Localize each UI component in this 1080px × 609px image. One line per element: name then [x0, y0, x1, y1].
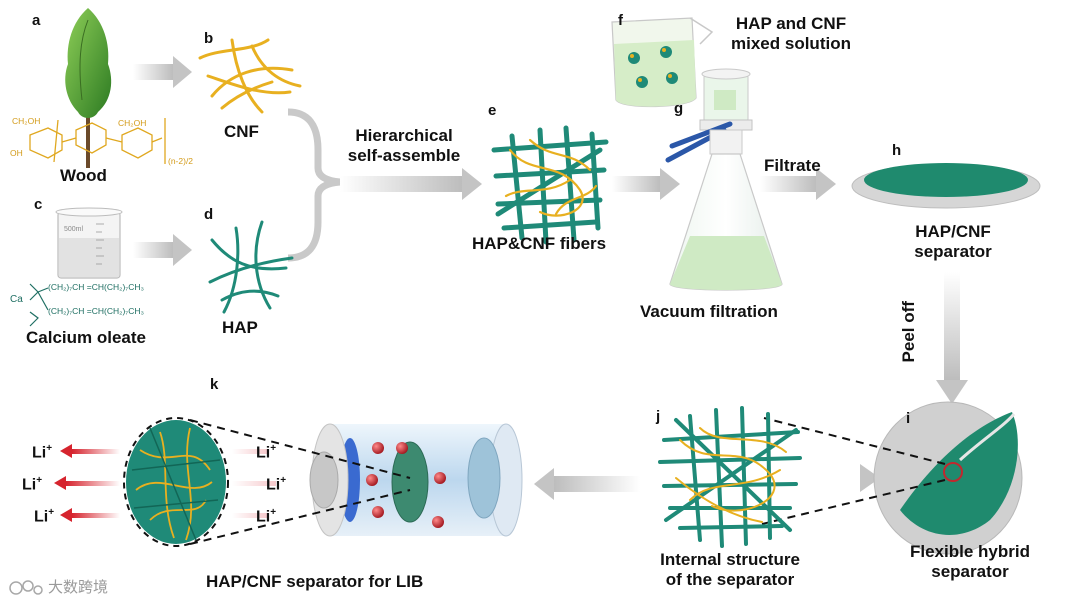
li-ion-label-in-1: Li+	[256, 443, 277, 462]
li-ion-label-out-2: Li+	[22, 475, 43, 494]
solution-beaker	[611, 17, 714, 108]
label-cnf: CNF	[224, 122, 259, 141]
arrow-to-fibers	[340, 168, 482, 200]
li-ion-arrows-in	[232, 449, 276, 518]
cellulose-oh: OH	[10, 148, 23, 158]
tree-illustration	[65, 8, 112, 168]
panel-letter-g: g	[674, 100, 684, 117]
li-ion-label-in-2: Li+	[266, 475, 287, 494]
label-hap: HAP	[222, 318, 258, 337]
panel-letter-c: c	[34, 196, 43, 213]
separator-disk	[851, 163, 1041, 209]
zoom-lines-k	[189, 419, 411, 545]
label-wood: Wood	[60, 166, 107, 185]
label-separator-line1: HAP/CNF	[915, 222, 991, 241]
label-hierarchical-line1: Hierarchical	[355, 126, 453, 145]
label-hap-cnf-separator: HAP/CNF separator	[898, 222, 1008, 261]
separator-zoom-circle	[123, 417, 229, 547]
li-ion-arrows-out	[54, 444, 120, 522]
cellulose-structure	[29, 118, 166, 164]
arrow-separator-to-structure	[860, 464, 880, 492]
label-hierarchical-self-assemble: Hierarchical self-assemble	[342, 126, 466, 165]
oleate-calcium: Ca	[10, 294, 23, 305]
panel-letter-a: a	[32, 12, 41, 29]
label-internal-structure: Internal structure of the separator	[646, 550, 814, 589]
arrow-peel-off	[936, 272, 968, 404]
internal-structure-mesh	[658, 406, 802, 548]
arrow-filtrate	[760, 168, 836, 200]
arrow-wood-to-cnf	[133, 56, 192, 88]
merge-brace	[287, 108, 341, 262]
panel-letter-i: i	[906, 410, 911, 427]
panel-letter-h: h	[892, 142, 902, 159]
battery-cell	[309, 423, 523, 537]
label-hap-cnf-fibers: HAP&CNF fibers	[472, 234, 607, 253]
filtration-apparatus	[665, 68, 783, 291]
label-lib-separator: HAP/CNF separator for LIB	[206, 572, 424, 591]
beaker-volume-mark: 500ml	[64, 226, 84, 233]
li-ion-label-in-3: Li+	[256, 507, 277, 526]
watermark-logo-icon	[9, 580, 43, 595]
label-flexible-line2: separator	[931, 561, 1009, 581]
arrow-oleate-to-hap	[133, 234, 192, 266]
label-mixed-solution: HAP and CNF mixed solution	[718, 14, 864, 53]
hap-fiber-illustration	[208, 220, 294, 314]
label-internal-line2: of the separator	[665, 569, 795, 589]
li-ion-label-out-1: Li+	[32, 443, 53, 462]
oleate-structure	[29, 283, 49, 327]
label-internal-line1: Internal structure	[660, 550, 800, 569]
panel-letter-f: f	[618, 12, 623, 29]
oleate-chain-1: (CH₂)₇CH =CH(CH₂)₇CH₃	[48, 282, 144, 292]
label-calcium-oleate: Calcium oleate	[26, 328, 146, 347]
watermark-text: 大数跨境	[48, 578, 109, 596]
arrow-fibers-to-filtration	[612, 168, 680, 200]
cellulose-repeat: (n-2)/2	[168, 156, 194, 166]
hybrid-fiber-mesh	[491, 125, 609, 245]
label-flexible-line1: Flexible hybrid	[910, 542, 1030, 561]
flexible-separator	[873, 401, 1023, 555]
panel-letter-j: j	[656, 408, 661, 425]
label-hierarchical-line2: self-assemble	[347, 145, 461, 165]
label-peel-off: Peel off	[898, 301, 918, 363]
zoom-lines-i	[761, 417, 946, 525]
panel-letter-b: b	[204, 30, 214, 47]
lithium-ions	[366, 442, 446, 528]
label-filtrate: Filtrate	[764, 156, 821, 175]
oleate-chain-2: (CH₂)₇CH =CH(CH₂)₇CH₃	[48, 306, 144, 316]
label-mixed-line1: HAP and CNF	[735, 14, 847, 33]
label-flexible-hybrid-separator: Flexible hybrid separator	[892, 542, 1048, 581]
panel-letter-e: e	[488, 102, 497, 119]
cnf-fiber-illustration	[198, 38, 302, 114]
arrow-structure-to-battery	[534, 468, 640, 500]
panel-letter-d: d	[204, 206, 214, 223]
label-vacuum-filtration: Vacuum filtration	[640, 302, 778, 321]
label-mixed-line2: mixed solution	[731, 33, 851, 53]
cellulose-ch2oh-2: CH₂OH	[118, 118, 147, 128]
label-separator-line2: separator	[914, 241, 992, 261]
panel-letter-k: k	[210, 376, 219, 393]
li-ion-label-out-3: Li+	[34, 507, 55, 526]
beaker-illustration	[55, 207, 123, 279]
cellulose-ch2oh-1: CH₂OH	[12, 116, 41, 126]
